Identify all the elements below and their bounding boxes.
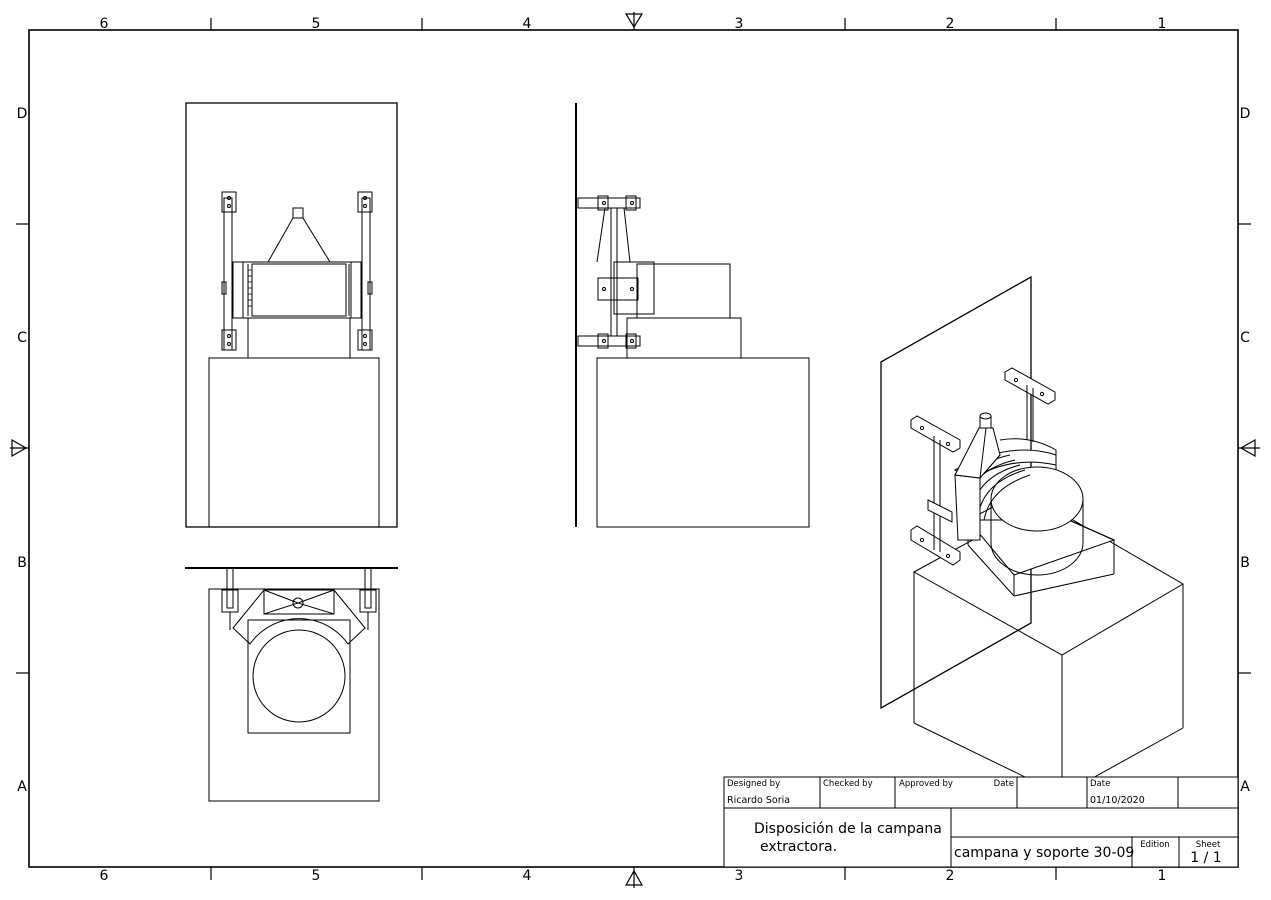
front-view <box>185 102 398 528</box>
zone-label-bottom: 6 <box>100 868 109 884</box>
zone-label-right: A <box>1240 779 1250 795</box>
zone-label-top: 6 <box>100 16 109 32</box>
designed-by-label: Designed by <box>727 779 780 789</box>
zone-label-right: D <box>1240 106 1251 122</box>
top-view <box>185 567 398 802</box>
zone-label-bottom: 3 <box>735 868 744 884</box>
title-block <box>723 776 1239 868</box>
zone-label-top: 3 <box>735 16 744 32</box>
zone-label-left: D <box>17 106 28 122</box>
sheet-label: Sheet <box>1196 840 1221 850</box>
date-label: Date <box>1090 779 1110 789</box>
center-arrows <box>11 13 1256 886</box>
zone-label-left: C <box>17 330 27 346</box>
date-value: 01/10/2020 <box>1090 795 1145 806</box>
designed-by-value: Ricardo Soria <box>727 795 790 806</box>
drawing-title-line2: extractora. <box>760 839 837 855</box>
title-block-text: Designed by Ricardo Soria Checked by App… <box>727 779 1222 866</box>
zone-label-right: C <box>1240 330 1250 346</box>
zone-label-right: B <box>1240 555 1250 571</box>
sheet-number: 1 / 1 <box>1190 850 1221 866</box>
zone-label-top: 1 <box>1158 16 1167 32</box>
side-view <box>575 103 810 528</box>
checked-by-label: Checked by <box>823 779 873 789</box>
zone-label-top: 2 <box>946 16 955 32</box>
isometric-view <box>880 275 1184 796</box>
zone-label-top: 5 <box>312 16 321 32</box>
zone-label-bottom: 5 <box>312 868 321 884</box>
approved-by-label: Approved by <box>899 779 953 789</box>
zone-label-left: A <box>17 779 27 795</box>
date-label-approval: Date <box>994 779 1014 789</box>
drawing-name: campana y soporte 30-09 <box>954 845 1134 861</box>
zone-label-bottom: 2 <box>946 868 955 884</box>
zone-label-top: 4 <box>523 16 532 32</box>
zone-labels: 6 5 4 3 2 1 6 5 4 3 2 1 D C B A D C B A <box>17 16 1251 884</box>
zone-label-bottom: 4 <box>523 868 532 884</box>
drawing-title-line1: Disposición de la campana <box>754 821 942 837</box>
edition-label: Edition <box>1140 840 1169 850</box>
zone-label-left: B <box>17 555 27 571</box>
zone-label-bottom: 1 <box>1158 868 1167 884</box>
